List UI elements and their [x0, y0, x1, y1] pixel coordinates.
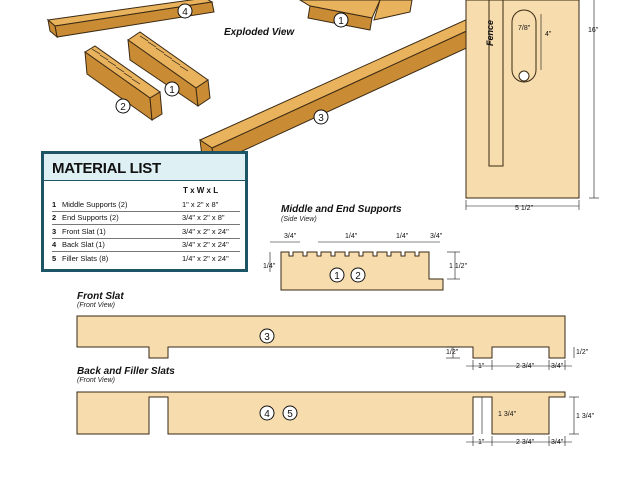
material-list: MATERIAL LIST T x W x L 1 Middle Support…: [41, 151, 248, 272]
svg-text:3: 3: [318, 113, 324, 124]
supports-callout-2: 2: [350, 267, 366, 283]
svg-text:1": 1": [478, 363, 485, 370]
material-num: 4: [52, 240, 57, 250]
svg-text:2: 2: [355, 271, 361, 282]
material-name: Front Slat (1): [62, 226, 106, 236]
back-slat-view: 1 3/4" 1" 2 3/4" 3/4" 1 3/4": [76, 391, 595, 446]
exploded-front-slat: [198, 17, 485, 166]
front-slat-view: 1/2" 1" 2 3/4" 3/4" 1/2": [76, 315, 589, 370]
front-slat-callout-3: 3: [259, 328, 275, 344]
svg-text:7/8": 7/8": [518, 25, 531, 32]
material-row: 3 Front Slat (1) 3/4" x 2" x 24": [52, 225, 240, 239]
material-row: 4 Back Slat (1) 3/4" x 2" x 24": [52, 239, 240, 252]
material-list-title: MATERIAL LIST: [44, 154, 245, 181]
svg-text:1 3/4": 1 3/4": [498, 411, 517, 418]
material-row: 2 End Supports (2) 3/4" x 2" x 8": [52, 212, 240, 225]
front-slat-subtitle: (Front View): [77, 302, 115, 309]
material-name: End Supports (2): [62, 213, 119, 223]
material-size: 1" x 2" x 8": [182, 199, 219, 209]
exploded-callout-1-top: 1: [333, 12, 349, 28]
material-name: Filler Slats (8): [62, 253, 109, 263]
exploded-upper-supports: [299, 0, 413, 31]
svg-text:1: 1: [169, 85, 175, 96]
svg-text:2 3/4": 2 3/4": [516, 439, 535, 446]
svg-text:Fence: Fence: [485, 20, 495, 46]
svg-text:4": 4": [545, 31, 552, 38]
material-num: 3: [52, 226, 57, 236]
material-num: 2: [52, 213, 57, 223]
svg-text:1 1/2": 1 1/2": [449, 263, 468, 270]
svg-text:3/4": 3/4": [551, 363, 564, 370]
svg-text:2 3/4": 2 3/4": [516, 363, 535, 370]
front-slat-title: Front Slat: [77, 291, 124, 302]
back-slat-subtitle: (Front View): [77, 377, 115, 384]
svg-text:1/4": 1/4": [345, 233, 358, 240]
supports-side-view: 3/4" 1/4" 1/4" 3/4" 1/4" 1 1/2": [263, 233, 468, 291]
material-size: 3/4" x 2" x 8": [182, 213, 225, 223]
back-slat-callout-4: 4: [259, 405, 275, 421]
exploded-view-title: Exploded View: [224, 27, 295, 38]
material-size: 3/4" x 2" x 24": [182, 240, 229, 250]
material-num: 5: [52, 253, 57, 263]
exploded-callout-2: 2: [115, 98, 131, 114]
svg-text:3: 3: [264, 332, 270, 343]
material-row: 1 Middle Supports (2) 1" x 2" x 8": [52, 198, 240, 212]
svg-text:1/4": 1/4": [263, 263, 276, 270]
back-slat-title: Back and Filler Slats: [77, 366, 175, 377]
svg-text:4: 4: [264, 409, 270, 420]
exploded-callout-3: 3: [313, 109, 329, 125]
back-slat-callout-5: 5: [282, 405, 298, 421]
svg-text:1/4": 1/4": [396, 233, 409, 240]
svg-text:3/4": 3/4": [430, 233, 443, 240]
exploded-middle-support: [127, 31, 211, 108]
svg-text:3/4": 3/4": [284, 233, 297, 240]
svg-text:1/2": 1/2": [446, 349, 459, 356]
material-row: 5 Filler Slats (8) 1/4" x 2" x 24": [52, 252, 240, 265]
material-num: 1: [52, 199, 57, 209]
svg-text:16": 16": [588, 27, 599, 34]
svg-text:5: 5: [287, 409, 293, 420]
svg-text:4: 4: [182, 7, 188, 18]
svg-text:1": 1": [478, 439, 485, 446]
material-name: Middle Supports (2): [62, 199, 128, 209]
svg-text:1 3/4": 1 3/4": [576, 413, 595, 420]
exploded-callout-1: 1: [164, 81, 180, 97]
svg-text:5 1/2": 5 1/2": [515, 205, 534, 212]
exploded-callout-4: 4: [177, 3, 193, 19]
supports-title: Middle and End Supports: [281, 204, 402, 215]
svg-text:1: 1: [338, 16, 344, 27]
supports-callout-1: 1: [329, 267, 345, 283]
svg-text:1/2": 1/2": [576, 349, 589, 356]
supports-subtitle: (Side View): [281, 216, 317, 223]
material-name: Back Slat (1): [62, 240, 105, 250]
svg-text:2: 2: [120, 102, 126, 113]
material-size: 1/4" x 2" x 24": [182, 253, 229, 263]
svg-text:1: 1: [334, 271, 340, 282]
svg-text:3/4": 3/4": [551, 439, 564, 446]
fence-view: Fence 7/8" 4" 16" 5 1/2": [465, 0, 599, 212]
exploded-end-support: [84, 45, 163, 122]
exploded-back-slat: [46, 0, 215, 39]
material-list-columns: T x W x L: [183, 186, 219, 195]
material-list-rows: 1 Middle Supports (2) 1" x 2" x 8" 2 End…: [52, 198, 240, 265]
material-size: 3/4" x 2" x 24": [182, 226, 229, 236]
